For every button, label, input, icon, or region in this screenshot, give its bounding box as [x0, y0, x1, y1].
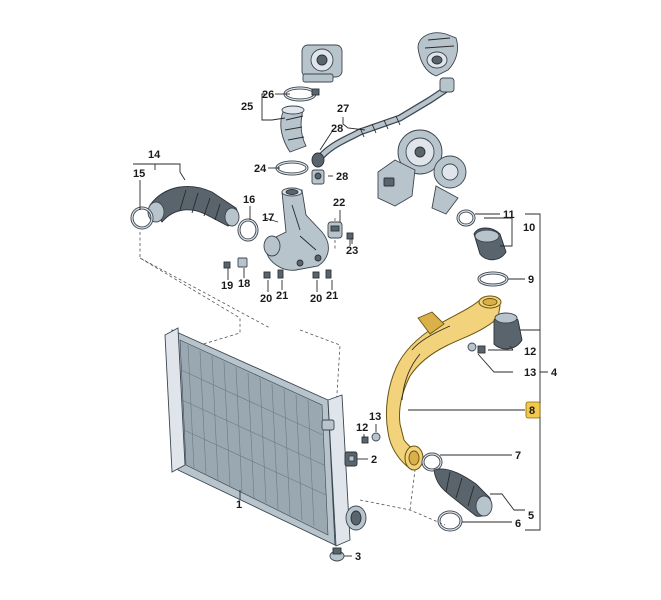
- bolt-21b[interactable]: [325, 269, 332, 279]
- callout-21-left: 21: [276, 290, 288, 302]
- callout-8-highlighted: 8: [525, 401, 541, 419]
- callout-17: 17: [262, 212, 274, 224]
- callout-2: 2: [371, 454, 377, 466]
- callout-21-right: 21: [326, 290, 338, 302]
- callout-25: 25: [241, 101, 253, 113]
- intercooler-1[interactable]: [164, 327, 367, 547]
- callout-13-lower: 13: [369, 411, 381, 423]
- bolt-20a[interactable]: [263, 271, 271, 279]
- leader-lines: [133, 93, 548, 557]
- callout-23: 23: [346, 245, 358, 257]
- callout-5: 5: [528, 510, 534, 522]
- pressure-hose-10[interactable]: [473, 227, 507, 261]
- callout-labels: 26 25 27 28 24 28 14 15 16 17 22 23 18 1…: [133, 89, 558, 563]
- callout-12-right: 12: [524, 346, 536, 358]
- callout-6: 6: [515, 518, 521, 530]
- hose-clamp-11[interactable]: [456, 209, 476, 227]
- hose-clamp-7[interactable]: [421, 452, 443, 472]
- callout-8: 8: [529, 405, 535, 417]
- hose-clamp-26[interactable]: [283, 86, 320, 102]
- callout-12-lower: 12: [356, 422, 368, 434]
- callout-10: 10: [523, 222, 535, 234]
- throttle-body[interactable]: [301, 44, 343, 83]
- bolt-13-lower[interactable]: [371, 432, 381, 442]
- turbocharger[interactable]: [377, 129, 467, 215]
- callout-24: 24: [254, 163, 267, 175]
- hose-clamp-9[interactable]: [477, 271, 509, 287]
- charge-air-pipe-8[interactable]: [385, 295, 502, 471]
- connecting-hose-4[interactable]: [493, 312, 523, 350]
- bolt-20b[interactable]: [312, 271, 320, 279]
- rubber-mount-3[interactable]: [329, 547, 345, 562]
- callout-9: 9: [528, 274, 534, 286]
- callout-28-lower: 28: [336, 171, 348, 183]
- callout-11: 11: [503, 209, 515, 221]
- charge-air-pipe-17[interactable]: [263, 187, 329, 271]
- dashed-guide-lines: [139, 218, 446, 526]
- callout-15: 15: [133, 168, 145, 180]
- bolt-18[interactable]: [237, 257, 248, 268]
- bolt-13-right[interactable]: [467, 342, 477, 352]
- callout-19: 19: [221, 280, 233, 292]
- callout-16: 16: [243, 194, 255, 206]
- callout-1: 1: [236, 499, 242, 511]
- intake-elbow[interactable]: [417, 32, 459, 93]
- bolt-21a[interactable]: [277, 269, 284, 279]
- intake-hose-25[interactable]: [280, 105, 307, 153]
- callout-28-upper: 28: [331, 123, 343, 135]
- charge-air-hose-15[interactable]: [147, 186, 240, 227]
- bolt-19[interactable]: [223, 261, 231, 269]
- lower-hose-5[interactable]: [433, 468, 493, 517]
- callout-7: 7: [515, 450, 521, 462]
- callout-4: 4: [551, 367, 558, 379]
- hose-clamp-15[interactable]: [130, 206, 154, 230]
- callout-14: 14: [148, 149, 161, 161]
- sensor-28[interactable]: [311, 169, 325, 185]
- breather-pipe-27[interactable]: [311, 86, 449, 168]
- hose-clamp-16[interactable]: [237, 218, 259, 242]
- bolt-12-lower[interactable]: [361, 436, 369, 444]
- callout-20-left: 20: [260, 293, 272, 305]
- bolt-12-right[interactable]: [477, 345, 486, 354]
- callout-27: 27: [337, 103, 349, 115]
- pressure-sensor-22[interactable]: [327, 221, 343, 239]
- callout-26: 26: [262, 89, 274, 101]
- hose-clamp-6[interactable]: [437, 510, 463, 532]
- bracket-2[interactable]: [344, 451, 358, 467]
- callout-3: 3: [355, 551, 361, 563]
- callout-13-right: 13: [524, 367, 536, 379]
- hose-clamp-24[interactable]: [275, 160, 309, 176]
- callout-20-right: 20: [310, 293, 322, 305]
- callout-18: 18: [238, 278, 250, 290]
- bolt-23[interactable]: [346, 232, 354, 246]
- callout-22: 22: [333, 197, 345, 209]
